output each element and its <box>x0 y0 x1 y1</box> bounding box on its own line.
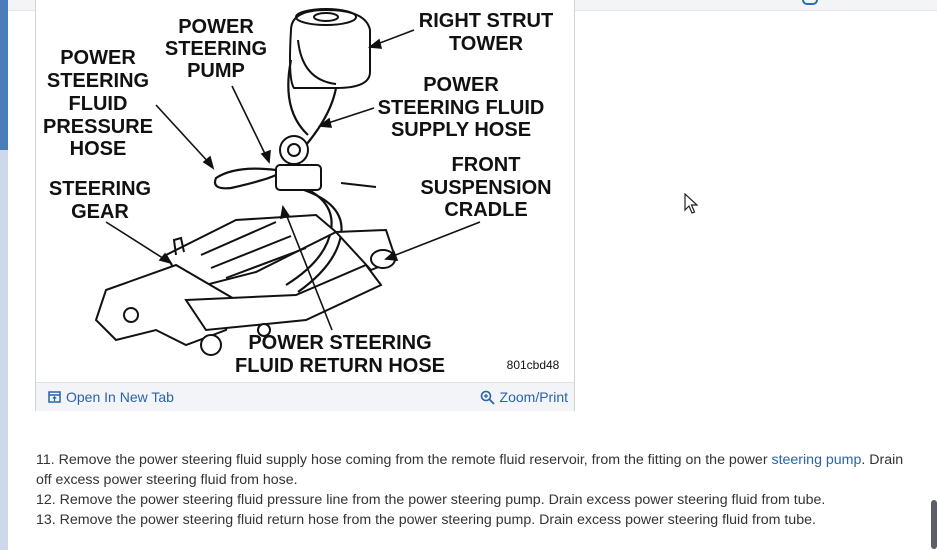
label-return-line2: FLUID RETURN HOSE <box>235 355 445 377</box>
label-pump-line2: STEERING <box>165 38 267 60</box>
label-strut-line2: TOWER <box>449 33 524 55</box>
zoom-icon <box>480 390 495 405</box>
open-new-tab-link[interactable]: Open In New Tab <box>48 389 174 405</box>
label-strut-line1: RIGHT STRUT <box>419 10 553 32</box>
label-gear-line2: GEAR <box>71 201 129 223</box>
step-12: 12. Remove the power steering fluid pres… <box>36 492 826 508</box>
label-pressure-line5: HOSE <box>70 138 127 160</box>
strut-tower-drawing <box>289 8 371 89</box>
label-pressure-line3: FLUID <box>69 93 128 115</box>
mouse-cursor-icon <box>684 193 698 214</box>
steering-pump-link[interactable]: steering pump <box>771 452 862 468</box>
label-pump-line3: PUMP <box>187 60 245 82</box>
left-edge-strip-light <box>0 150 8 550</box>
label-cradle-line2: SUSPENSION <box>420 177 551 199</box>
gear-and-cradle-drawing <box>94 182 398 356</box>
step-11-text-start: 11. Remove the power steering fluid supp… <box>36 452 772 468</box>
diagram-figure: POWER STEERING PUMP RIGHT STRUT TOWER PO… <box>35 0 575 411</box>
label-pressure-line1: POWER <box>60 47 136 69</box>
label-cradle-line1: FRONT <box>452 154 521 176</box>
step-11-text-end: . Drain off excess power steering fluid … <box>36 452 904 488</box>
label-cradle-line3: CRADLE <box>444 199 527 221</box>
step-11: 11. Remove the power steering fluid supp… <box>36 450 916 490</box>
label-return-line1: POWER STEERING <box>248 332 431 354</box>
scrollbar-thumb[interactable] <box>931 500 937 549</box>
figure-code: 801cbd48 <box>507 358 560 372</box>
open-new-tab-icon <box>48 391 61 403</box>
instruction-steps: 11. Remove the power steering fluid supp… <box>36 450 916 530</box>
label-supply-line2: STEERING FLUID <box>378 97 545 119</box>
open-new-tab-label: Open In New Tab <box>66 389 174 405</box>
toolbar-icon[interactable] <box>802 0 818 5</box>
pump-drawing <box>275 135 322 191</box>
zoom-print-link[interactable]: Zoom/Print <box>480 389 568 405</box>
label-gear-line1: STEERING <box>49 178 151 200</box>
label-supply-line3: SUPPLY HOSE <box>391 119 531 141</box>
label-supply-line1: POWER <box>423 74 499 96</box>
label-pump-line1: POWER <box>178 16 254 38</box>
zoom-print-label: Zoom/Print <box>499 389 568 405</box>
step-13: 13. Remove the power steering fluid retu… <box>36 512 816 528</box>
label-pressure-line2: STEERING <box>47 70 149 92</box>
figure-footer: Open In New Tab Zoom/Print <box>36 382 574 411</box>
label-pressure-line4: PRESSURE <box>43 116 153 138</box>
leader-arrows <box>105 29 481 331</box>
steering-diagram: POWER STEERING PUMP RIGHT STRUT TOWER PO… <box>43 8 560 377</box>
